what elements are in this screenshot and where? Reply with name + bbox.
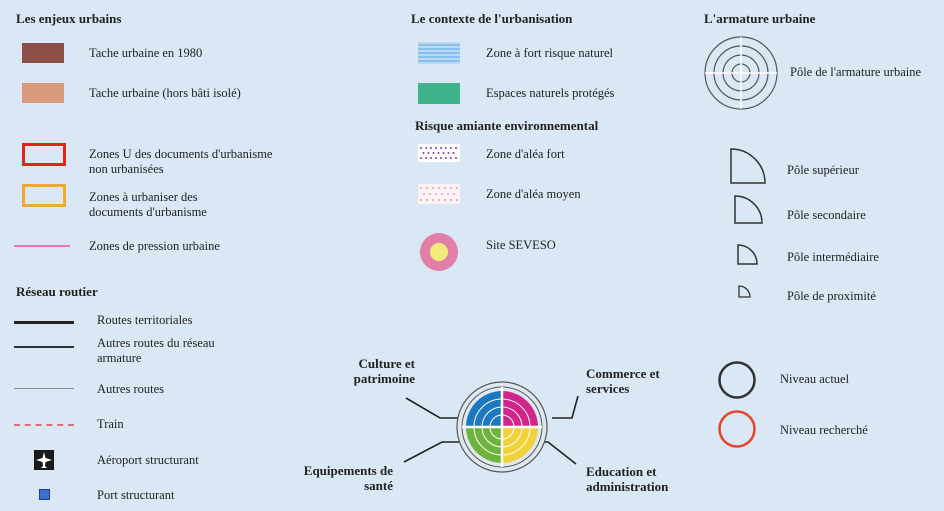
niveau-recherche-icon (718, 410, 756, 448)
pole-armature-label: Pôle de l'armature urbaine (790, 65, 922, 79)
autres-armature-label-1: Autres routes du réseau (97, 336, 215, 350)
autres-armature-label-2: armature (97, 351, 142, 365)
pole-superieur-label: Pôle supérieur (787, 163, 859, 177)
sante-label-1: Equipements de (303, 463, 393, 478)
pole-intermediaire-icon (737, 244, 758, 265)
autres-routes-label: Autres routes (97, 382, 164, 396)
education-label: Education et administration (586, 464, 668, 494)
pole-superieur-icon (730, 148, 766, 184)
alea-fort-swatch (418, 144, 460, 162)
routes-territoriales-line (14, 321, 74, 324)
aeroport-label: Aéroport structurant (97, 453, 199, 467)
pole-secondaire-icon (734, 195, 763, 224)
culture-label-2: patrimoine (353, 371, 415, 386)
reseau-title: Réseau routier (16, 284, 98, 299)
armature-title: L'armature urbaine (704, 11, 816, 26)
education-label-2: administration (586, 479, 669, 494)
tache-urbaine-label: Tache urbaine (hors bâti isolé) (89, 86, 241, 100)
pole-intermediaire-label: Pôle intermédiaire (787, 250, 879, 264)
zones-u-label-1: Zones U des documents d'urbanisme (89, 147, 273, 161)
sante-label: Equipements de santé (283, 463, 393, 493)
routes-territoriales-label: Routes territoriales (97, 313, 193, 327)
niveau-actuel-icon (718, 361, 756, 399)
espaces-naturels-swatch (418, 83, 460, 104)
zones-au-label-1: Zones à urbaniser des (89, 190, 198, 204)
niveau-actuel-label: Niveau actuel (780, 372, 850, 386)
sante-label-2: santé (364, 478, 393, 493)
zones-au-swatch (22, 184, 66, 207)
risque-naturel-swatch (418, 42, 460, 64)
culture-label-1: Culture et (358, 356, 415, 371)
seveso-label: Site SEVESO (486, 238, 556, 252)
culture-label: Culture et patrimoine (335, 356, 415, 386)
alea-fort-label: Zone d'aléa fort (486, 147, 565, 161)
zones-au-label-2: documents d'urbanisme (89, 205, 207, 219)
port-label: Port structurant (97, 488, 175, 502)
zones-u-label-2: non urbanisées (89, 162, 164, 176)
education-label-1: Education et (586, 464, 657, 479)
espaces-naturels-label: Espaces naturels protégés (486, 86, 615, 100)
pole-proximite-icon (738, 285, 751, 298)
train-label: Train (97, 417, 124, 431)
pression-label: Zones de pression urbaine (89, 239, 220, 253)
equipements-pie-icon (456, 381, 548, 473)
airplane-icon (34, 450, 54, 470)
seveso-icon (420, 233, 458, 271)
niveau-recherche-label: Niveau recherché (780, 423, 868, 437)
tache-urbaine-swatch (22, 83, 64, 103)
commerce-label: Commerce et services (586, 366, 660, 396)
amiante-title: Risque amiante environnemental (415, 118, 599, 133)
tache-1980-label: Tache urbaine en 1980 (89, 46, 203, 60)
train-line (14, 424, 74, 426)
zones-u-swatch (22, 143, 66, 166)
enjeux-title: Les enjeux urbains (16, 11, 122, 26)
risque-naturel-label: Zone à fort risque naturel (486, 46, 614, 60)
pole-armature-icon (704, 36, 778, 110)
commerce-label-1: Commerce et (586, 366, 660, 381)
contexte-title: Le contexte de l'urbanisation (411, 11, 573, 26)
commerce-label-2: services (586, 381, 630, 396)
tache-1980-swatch (22, 43, 64, 63)
pole-secondaire-label: Pôle secondaire (787, 208, 866, 222)
pression-line (14, 245, 70, 247)
autres-armature-line (14, 346, 74, 348)
autres-routes-line (14, 388, 74, 389)
alea-moyen-swatch (418, 184, 460, 204)
pole-proximite-label: Pôle de proximité (787, 289, 876, 303)
alea-moyen-label: Zone d'aléa moyen (486, 187, 581, 201)
port-icon (39, 489, 50, 500)
